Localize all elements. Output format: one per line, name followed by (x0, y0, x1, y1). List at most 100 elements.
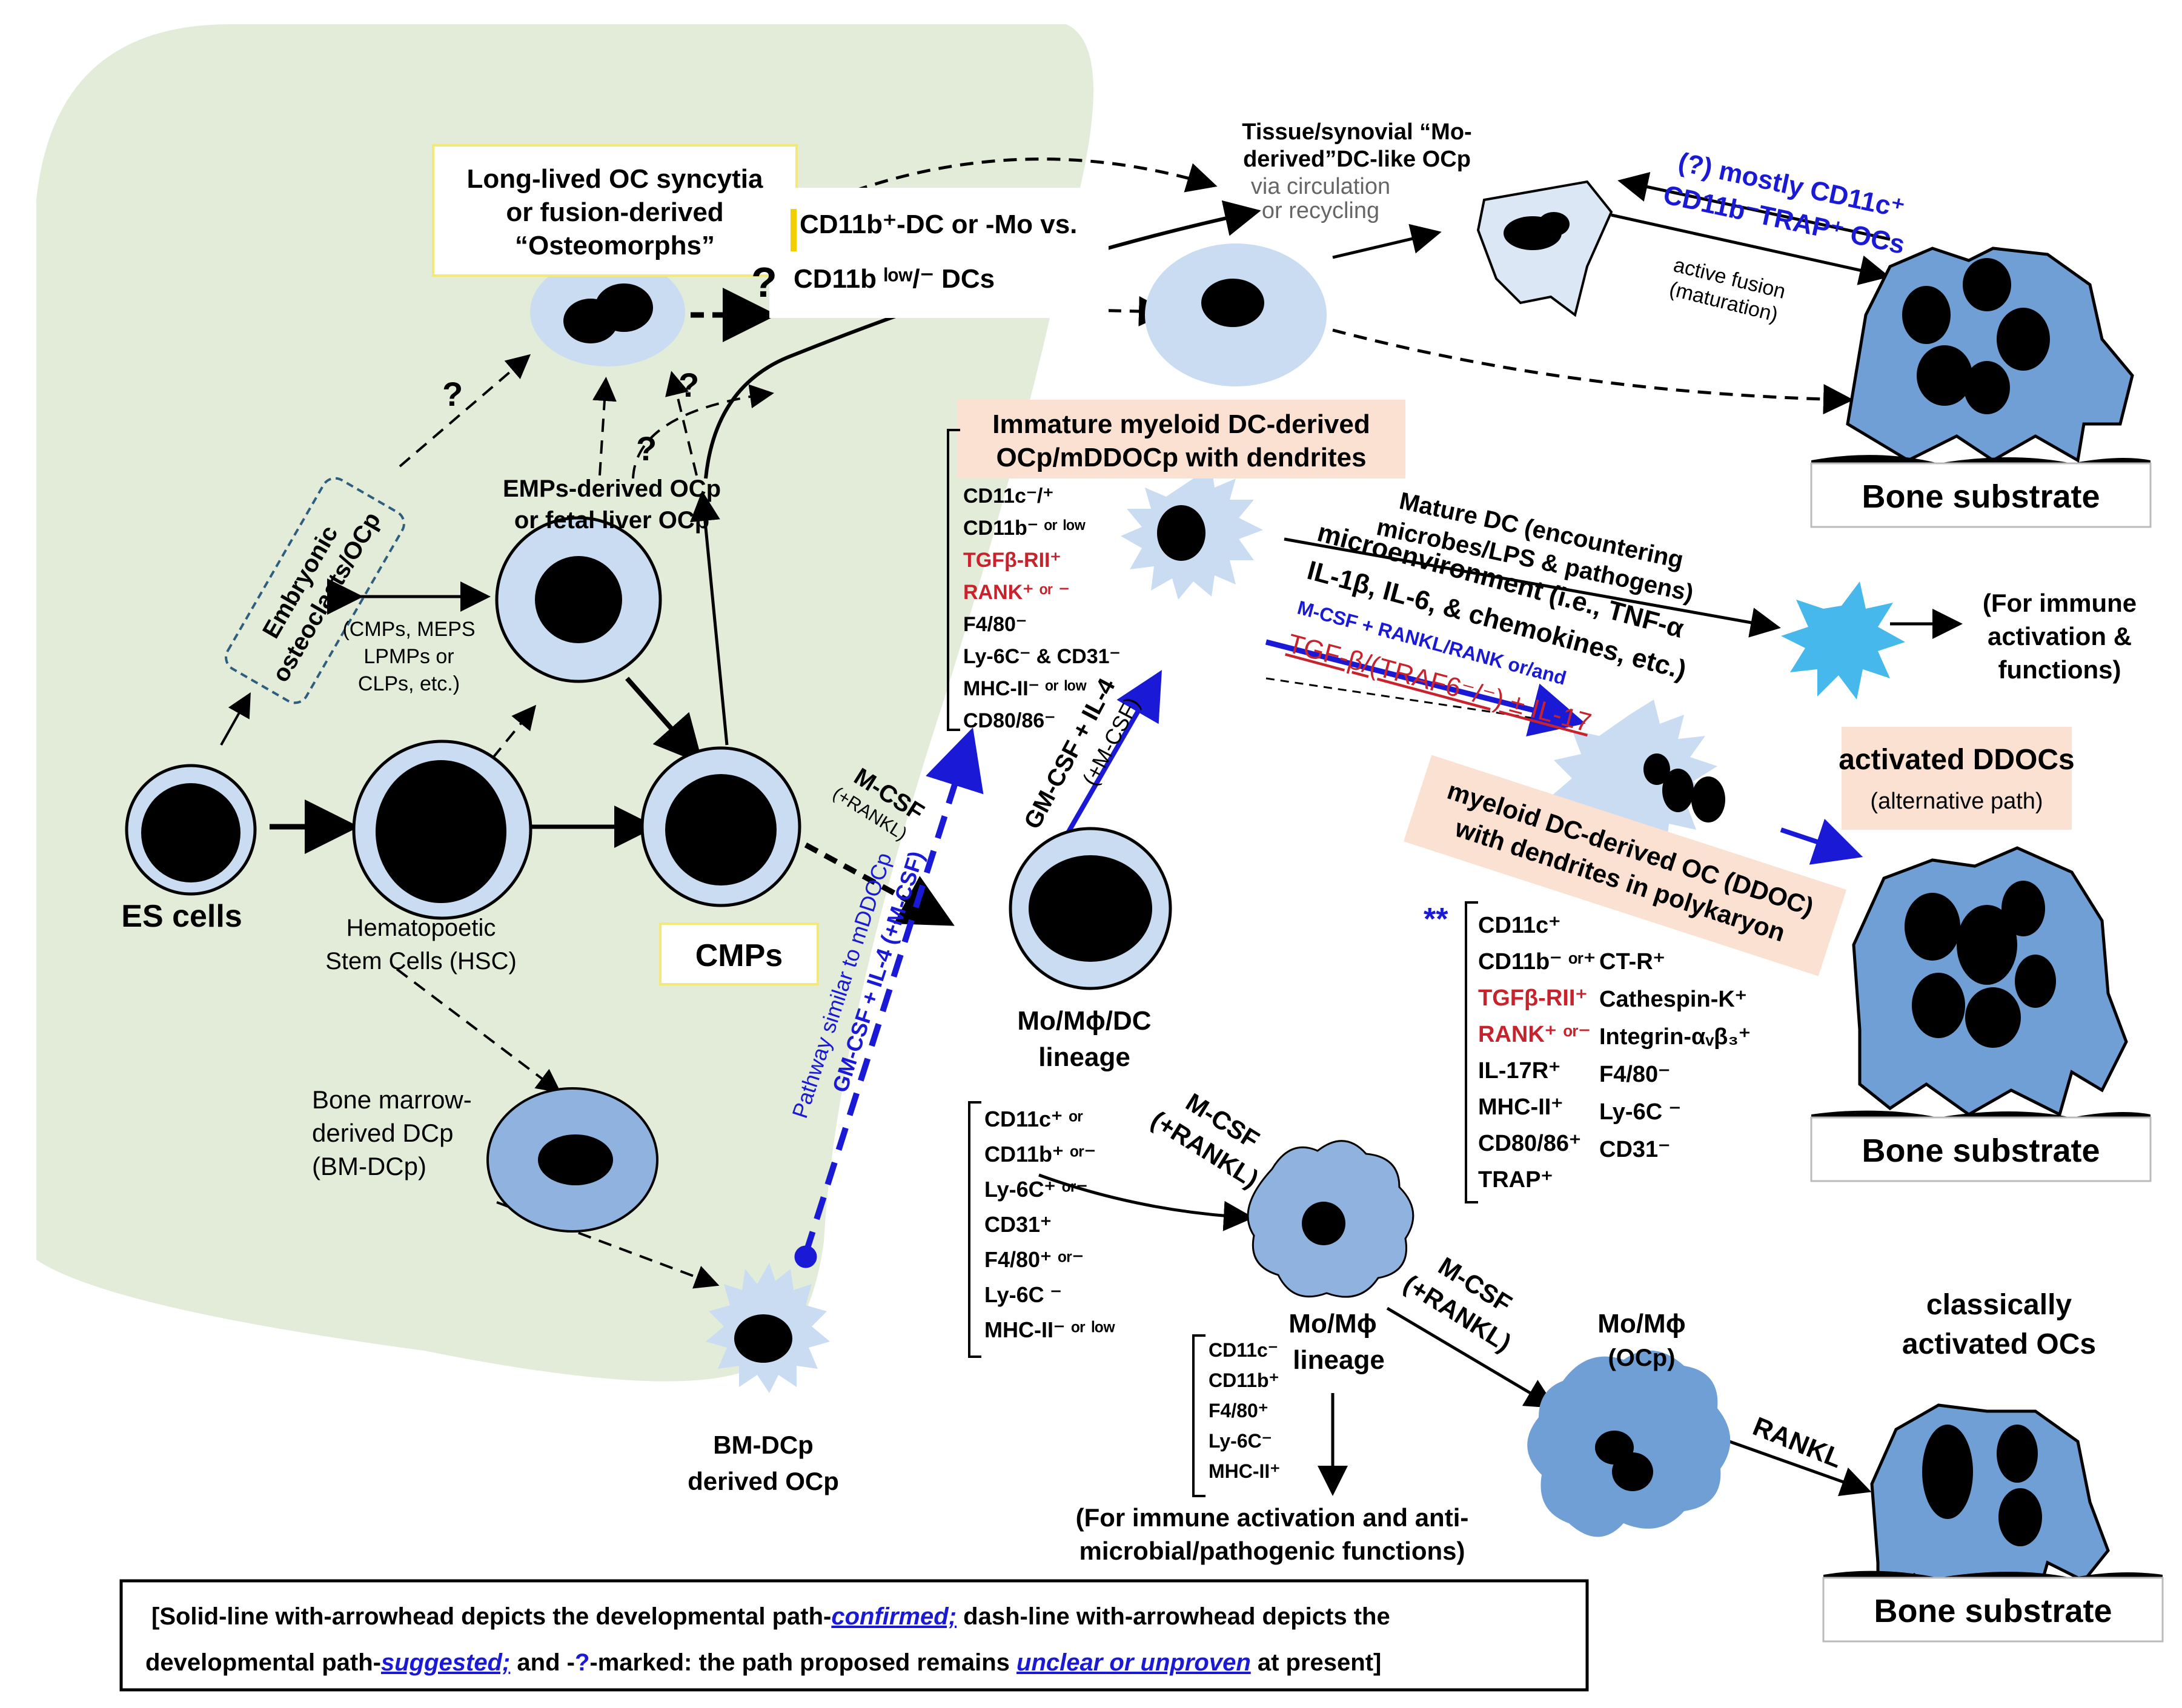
legend-confirmed: confirmed; (831, 1603, 957, 1630)
hsc-label-2: Stem Cells (HSC) (325, 948, 517, 975)
mo-mphi-ocp-cell (1527, 1350, 1731, 1537)
legend-box (119, 1579, 1589, 1692)
bone-substrate-label-bottom: Bone substrate (1874, 1593, 2112, 1629)
legend-suggested: suggested; (381, 1649, 510, 1676)
marker-ddoc_right-4: Ly-6C ⁻ (1599, 1099, 1681, 1125)
marker-ddoc_right-1: Cathespin-K⁺ (1599, 987, 1747, 1012)
question-mark-main: ? (751, 259, 777, 306)
via-circ-label-2: or recycling (1262, 198, 1379, 223)
cmps-box (659, 922, 819, 985)
legend-question: ? (575, 1649, 589, 1676)
mo-mphi-lineage-cell (1247, 1140, 1414, 1298)
mo-mphi-ocp-label-2: (OCp) (1608, 1345, 1675, 1371)
marker-ddoc_left-0: CD11c⁺ (1478, 913, 1560, 938)
ddoc-bracket (1465, 901, 1478, 1203)
mo-mphi-markers: CD11c⁻CD11b⁺F4/80⁺Ly-6C⁻MHC-II⁺ (1209, 1339, 1280, 1482)
bone-substrate-top: Bone substrate (1810, 455, 2152, 528)
bone-substrate-mid: Bone substrate (1810, 1110, 2152, 1182)
tissue-ocp-cell (1476, 180, 1613, 317)
marker-mo_dc-3: CD31⁺ (984, 1212, 1052, 1237)
activated-ddocs-label-1: activated DDOCs (1839, 744, 2074, 776)
marker-ddoc_left-7: TRAP⁺ (1478, 1167, 1553, 1193)
marker-ddoc_left-4: IL-17R⁺ (1478, 1058, 1560, 1084)
mo-mphi-bracket (1192, 1334, 1205, 1497)
marker-immature-0: CD11c⁻/⁺ (963, 485, 1053, 508)
for-immune-anti-2: microbial/pathogenic functions) (1079, 1537, 1465, 1565)
bone-substrate-bottom: Bone substrate (1822, 1571, 2164, 1643)
ddoc-markers-left: CD11c⁺CD11b⁻ ᵒʳ⁺TGFβ-RII⁺RANK⁺ ᵒʳ⁻IL-17R… (1478, 913, 1596, 1193)
for-immune-2: activation & (1988, 622, 2132, 650)
long-lived-label-2: or fusion-derived (506, 197, 723, 227)
marker-mo_dc-5: Ly-6C ⁻ (984, 1282, 1062, 1307)
bone-ddoc-mid (1852, 846, 2128, 1117)
cd11b-dc-label-1: CD11b⁺-DC or -Mo vs. (800, 210, 1077, 239)
marker-immature-3: RANK⁺ ᵒʳ ⁻ (963, 581, 1070, 604)
marker-mo_dc-6: MHC-II⁻ ᵒʳ ˡᵒʷ (984, 1317, 1115, 1342)
marker-mo_dc-4: F4/80⁺ ᵒʳ⁻ (984, 1247, 1084, 1272)
legend-part-1: [Solid-line with-arrowhead depicts the d… (151, 1603, 831, 1630)
legend-part-10: at present] (1251, 1649, 1382, 1676)
marker-ddoc_right-2: Integrin-αᵥβ₃⁺ (1599, 1024, 1751, 1050)
marker-ddoc_right-3: F4/80⁻ (1599, 1062, 1670, 1087)
marker-mo_dc-2: Ly-6C⁺ ᵒʳ⁻ (984, 1177, 1088, 1202)
mo-mphi-lineage-label-2: lineage (1293, 1345, 1385, 1375)
mature-dc-burst (1781, 581, 1905, 700)
marker-ddoc_left-5: MHC-II⁺ (1478, 1094, 1563, 1120)
emps-label-1: EMPs-derived OCp (503, 475, 721, 502)
mo-lineage-label-1: Mo/Mϕ/DC (1017, 1006, 1151, 1036)
marker-immature-2: TGFβ-RII⁺ (963, 549, 1061, 572)
legend-line-2: developmental path-suggested; and -?-mar… (145, 1649, 1381, 1676)
activated-ddocs-label-2: (alternative path) (1870, 789, 2043, 814)
yellow-mark (791, 209, 797, 251)
question-mark-3: ? (636, 429, 657, 468)
legend-part-8: -marked: the path proposed remains (589, 1649, 1016, 1676)
marker-ddoc_left-1: CD11b⁻ ᵒʳ⁺ (1478, 949, 1596, 975)
blue-arrows (794, 639, 1863, 1268)
immature-label-2: OCp/mDDOCp with dendrites (996, 443, 1366, 472)
classical-label-1: classically (1926, 1289, 2072, 1321)
emps-label-2: or fetal liver OCp (514, 507, 709, 534)
cmps-list-3: CLPs, etc.) (358, 672, 460, 695)
bm-dcp-label-3: (BM-DCp) (312, 1152, 426, 1180)
hsc-label-1: Hematopoetic (347, 915, 496, 941)
bone-ocp-top (1846, 247, 2134, 463)
bone-marrow-region (36, 24, 1093, 1382)
arrows (220, 172, 1963, 1497)
tissue-label-2: derived”DC-like OCp (1243, 147, 1471, 172)
mo-lineage-label-2: lineage (1038, 1042, 1130, 1072)
bone-substrate-label-top: Bone substrate (1862, 478, 2100, 515)
marker-immature-4: F4/80⁻ (963, 613, 1027, 636)
cmps-list-1: (CMPs, MEPS (342, 618, 475, 641)
bone-substrate-label-mid: Bone substrate (1862, 1133, 2100, 1169)
immature-dc-cell (1121, 466, 1263, 600)
cd11b-dc-box (769, 188, 1109, 318)
immature-box (957, 400, 1405, 478)
marker-ddoc_left-2: TGFβ-RII⁺ (1478, 985, 1587, 1011)
tissue-label-1: Tissue/synovial “Mo- (1242, 119, 1471, 145)
marker-ddoc_right-0: CT-R⁺ (1599, 949, 1665, 975)
double-star: ** (1424, 902, 1448, 937)
marker-mo_dc-1: CD11b⁺ ᵒʳ⁻ (984, 1142, 1096, 1167)
for-immune-1: (For immune (1983, 589, 2137, 617)
immature-bracket (947, 429, 960, 731)
marker-mo_mphi-4: MHC-II⁺ (1209, 1460, 1280, 1482)
bm-dcp-label-2: derived DCp (312, 1119, 453, 1147)
cmps-list-2: LPMPs or (363, 645, 454, 668)
immature-label-1: Immature myeloid DC-derived (992, 409, 1370, 439)
cd11b-dc-label-2: CD11b ˡᵒʷ/⁻ DCs (794, 264, 995, 294)
legend-part-4: developmental path- (145, 1649, 381, 1676)
activated-ddocs-box (1842, 727, 2072, 830)
mo-mphi-lineage-label-1: Mo/Mϕ (1288, 1309, 1376, 1339)
legend-part-6: and - (510, 1649, 575, 1676)
marker-ddoc_left-6: CD80/86⁺ (1478, 1131, 1581, 1156)
emps-cell (495, 516, 662, 683)
marker-immature-6: MHC-II⁻ ᵒʳ ˡᵒʷ (963, 677, 1087, 700)
hsc-cell (352, 740, 532, 920)
embryonic-box (225, 477, 405, 704)
for-immune-anti-1: (For immune activation and anti- (1076, 1503, 1469, 1532)
classical-label-2: activated OCs (1902, 1328, 2096, 1360)
bm-dcp-label-1: Bone marrow- (312, 1085, 472, 1114)
marker-immature-1: CD11b⁻ ᵒʳ ˡᵒʷ (963, 517, 1086, 540)
